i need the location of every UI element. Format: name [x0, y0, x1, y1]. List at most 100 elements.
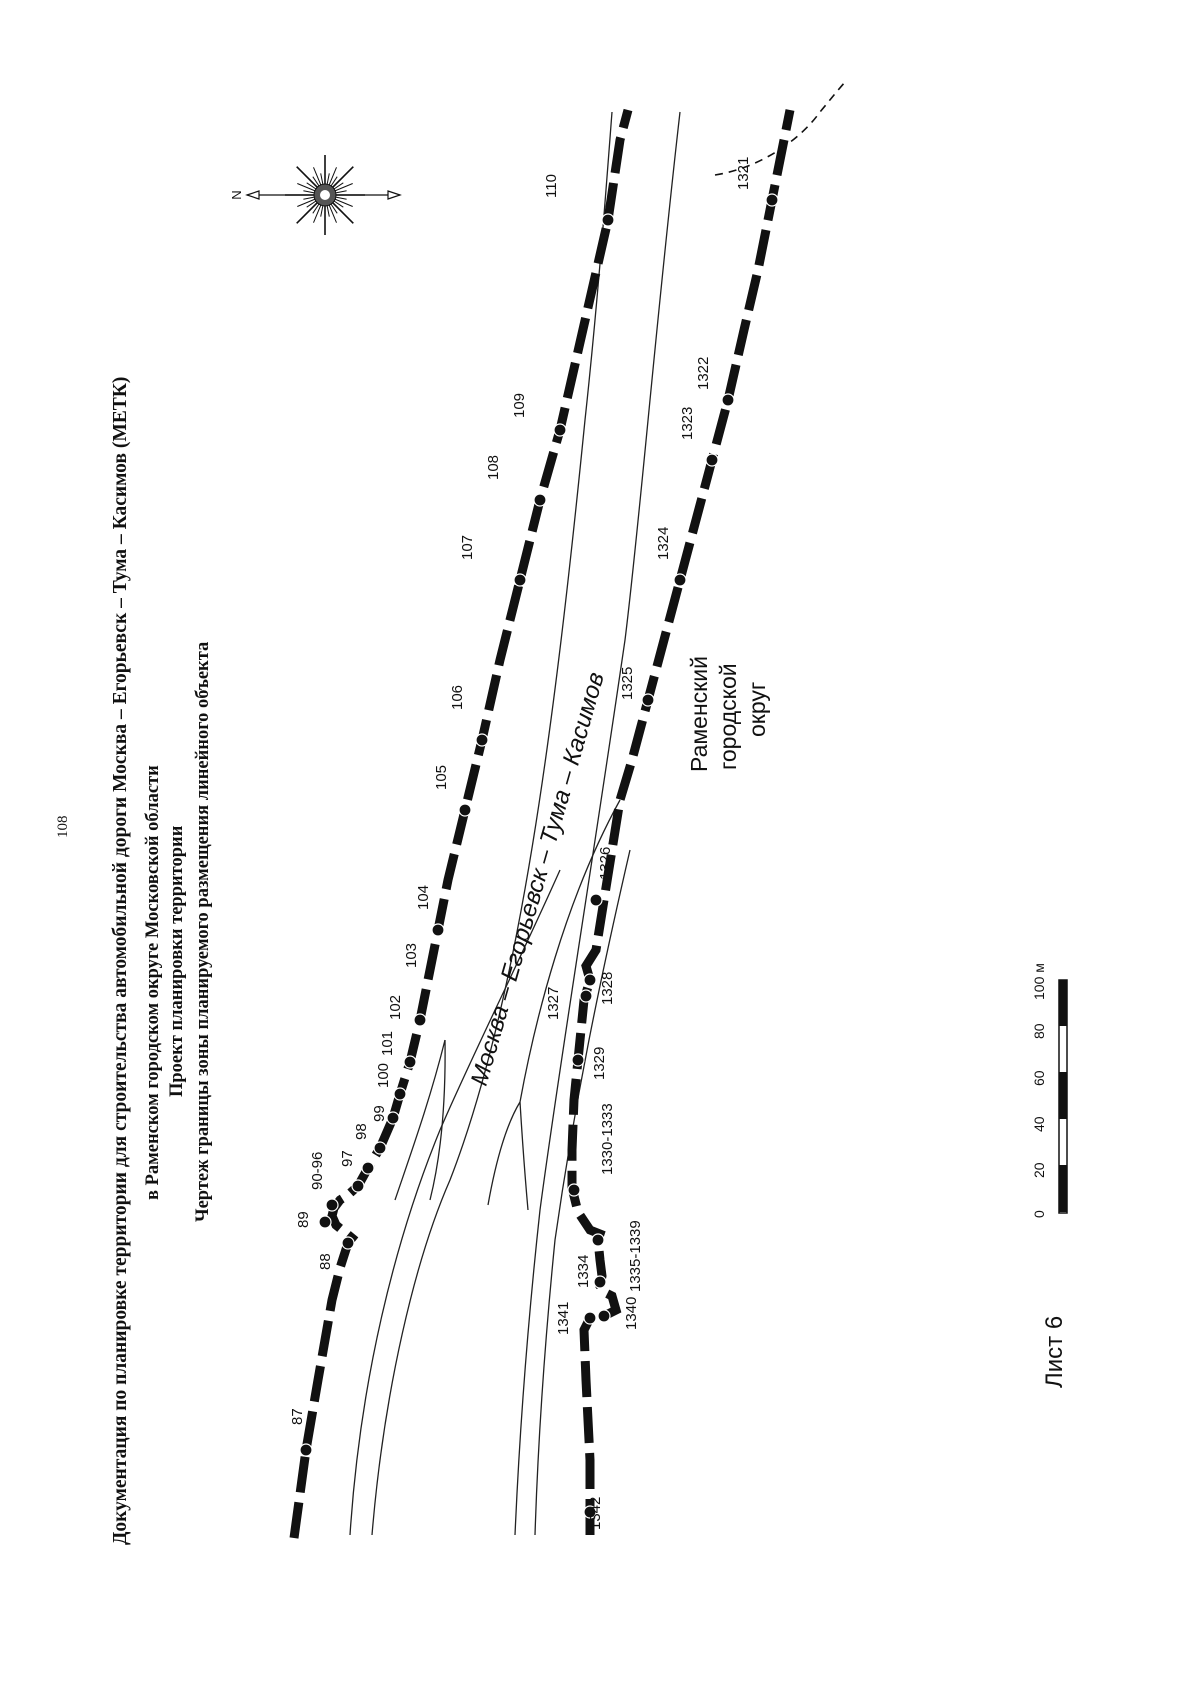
- title-block: Документация по планировке территории дл…: [110, 377, 213, 1545]
- boundary-point-label: 108: [485, 455, 502, 480]
- ramp-edge-4: [519, 1101, 529, 1211]
- boundary-point-marker: [579, 989, 593, 1003]
- municipal-border-line: [714, 81, 846, 176]
- scale-segment-3: [1059, 980, 1067, 1026]
- boundary-point-marker: [386, 1111, 400, 1125]
- page-number: 108: [55, 816, 71, 839]
- boundary-point-marker: [403, 1055, 417, 1069]
- scale-tick-20: 20: [1031, 1162, 1047, 1178]
- boundary-point-label: 1342: [587, 1497, 604, 1530]
- boundary-point-marker: [533, 493, 547, 507]
- ramp-edge-3: [487, 1101, 521, 1206]
- boundary-point-label: 105: [433, 765, 450, 790]
- boundary-point-marker: [765, 193, 779, 207]
- boundary-point-marker: [583, 973, 597, 987]
- boundary-point-label: 99: [371, 1105, 388, 1122]
- boundary-point-marker: [475, 733, 489, 747]
- boundary-point-label: 1326: [597, 847, 614, 880]
- boundary-point-marker: [601, 213, 615, 227]
- district-line-3: округ: [744, 682, 770, 737]
- boundary-point-label: 104: [415, 885, 432, 910]
- boundary-point-label: 97: [339, 1150, 356, 1167]
- boundary-point-marker: [583, 1311, 597, 1325]
- title-line-2: в Раменском городском округе Московской …: [143, 765, 163, 1200]
- north-arrow-icon: N: [229, 155, 402, 235]
- boundary-point-label: 1325: [619, 667, 636, 700]
- scale-tick-80: 80: [1031, 1023, 1047, 1039]
- scale-bar: 0 20 40 60 80 100 м: [1031, 963, 1068, 1218]
- scale-segment-1: [1059, 1165, 1067, 1212]
- boundary-point-label: 101: [379, 1031, 396, 1056]
- boundary-point-label: 100: [375, 1063, 392, 1088]
- boundary-point-label: 89: [295, 1211, 312, 1228]
- sheet-label: Лист 6: [1041, 1316, 1068, 1388]
- boundary-point-marker: [641, 693, 655, 707]
- boundary-point-label: 1340: [623, 1297, 640, 1330]
- boundary-point-label: 90-96: [309, 1152, 326, 1190]
- boundary-point-label: 106: [449, 685, 466, 710]
- boundary-point-marker: [571, 1053, 585, 1067]
- title-line-1: Документация по планировке территории дл…: [110, 377, 131, 1545]
- boundary-point-marker: [351, 1179, 365, 1193]
- district-label: Раменский городской округ: [686, 656, 770, 772]
- boundary-point-label: 109: [511, 393, 528, 418]
- boundary-point-label: 103: [403, 943, 420, 968]
- scale-tick-60: 60: [1031, 1070, 1047, 1086]
- boundary-point-marker: [673, 573, 687, 587]
- boundary-point-label: 107: [459, 535, 476, 560]
- boundary-point-marker: [361, 1161, 375, 1175]
- boundary-point-marker: [413, 1013, 427, 1027]
- boundary-point-label: 1321: [735, 157, 752, 190]
- boundary-point-marker: [583, 1505, 597, 1519]
- boundary-point-label: 1341: [555, 1302, 572, 1335]
- ramp-edge-2: [429, 1039, 446, 1201]
- boundary-point-marker: [318, 1215, 332, 1229]
- boundary-point-label: 1323: [679, 407, 696, 440]
- boundary-point-marker: [393, 1087, 407, 1101]
- boundary-point-marker: [431, 923, 445, 937]
- boundary-point-label: 1330-1333: [599, 1103, 616, 1175]
- boundary-point-label: 1324: [655, 527, 672, 560]
- boundary-point-marker: [325, 1198, 339, 1212]
- boundary-point-marker: [373, 1141, 387, 1155]
- boundary-point-marker: [513, 573, 527, 587]
- boundary-point-marker: [591, 1233, 605, 1247]
- road-edges: [349, 111, 681, 1536]
- boundary-point-label: 98: [353, 1123, 370, 1140]
- title-line-3: Проект планировки территории: [167, 825, 187, 1097]
- ramp-edge-5: [519, 799, 621, 1103]
- boundary-point-marker: [458, 803, 472, 817]
- title-line-4: Чертеж границы зоны планируемого размеще…: [193, 642, 213, 1222]
- boundary-point-label: 1335-1339: [627, 1220, 644, 1292]
- district-line-2: городской: [715, 663, 741, 770]
- boundary-point-marker: [553, 423, 567, 437]
- boundary-point-marker: [299, 1443, 313, 1457]
- scale-tick-100: 100 м: [1031, 963, 1047, 1000]
- boundary-point-marker: [567, 1183, 581, 1197]
- boundary-point-marker: [593, 1275, 607, 1289]
- boundary-point-marker: [589, 893, 603, 907]
- boundary-point-label: 1327: [545, 987, 562, 1020]
- scale-tick-0: 0: [1031, 1210, 1047, 1218]
- boundary-point-marker: [597, 1309, 611, 1323]
- boundary-point-label: 102: [387, 995, 404, 1020]
- boundary-point-label: 1329: [591, 1047, 608, 1080]
- boundary-point-label: 1322: [695, 357, 712, 390]
- north-label: N: [229, 190, 244, 199]
- road-edge-4: [534, 849, 631, 1536]
- road-edge-2: [371, 111, 613, 1536]
- district-line-1: Раменский: [686, 656, 712, 772]
- boundary-point-label: 1334: [575, 1255, 592, 1288]
- boundary-point-marker: [721, 393, 735, 407]
- road-edge-1: [349, 869, 561, 1536]
- scale-segment-2: [1059, 1072, 1067, 1119]
- ramp-edge-1: [394, 1039, 446, 1201]
- boundary-point-marker: [341, 1236, 355, 1250]
- boundary-point-label: 87: [289, 1408, 306, 1425]
- boundary-point-label: 110: [543, 174, 560, 198]
- road-edge-3: [514, 111, 681, 1536]
